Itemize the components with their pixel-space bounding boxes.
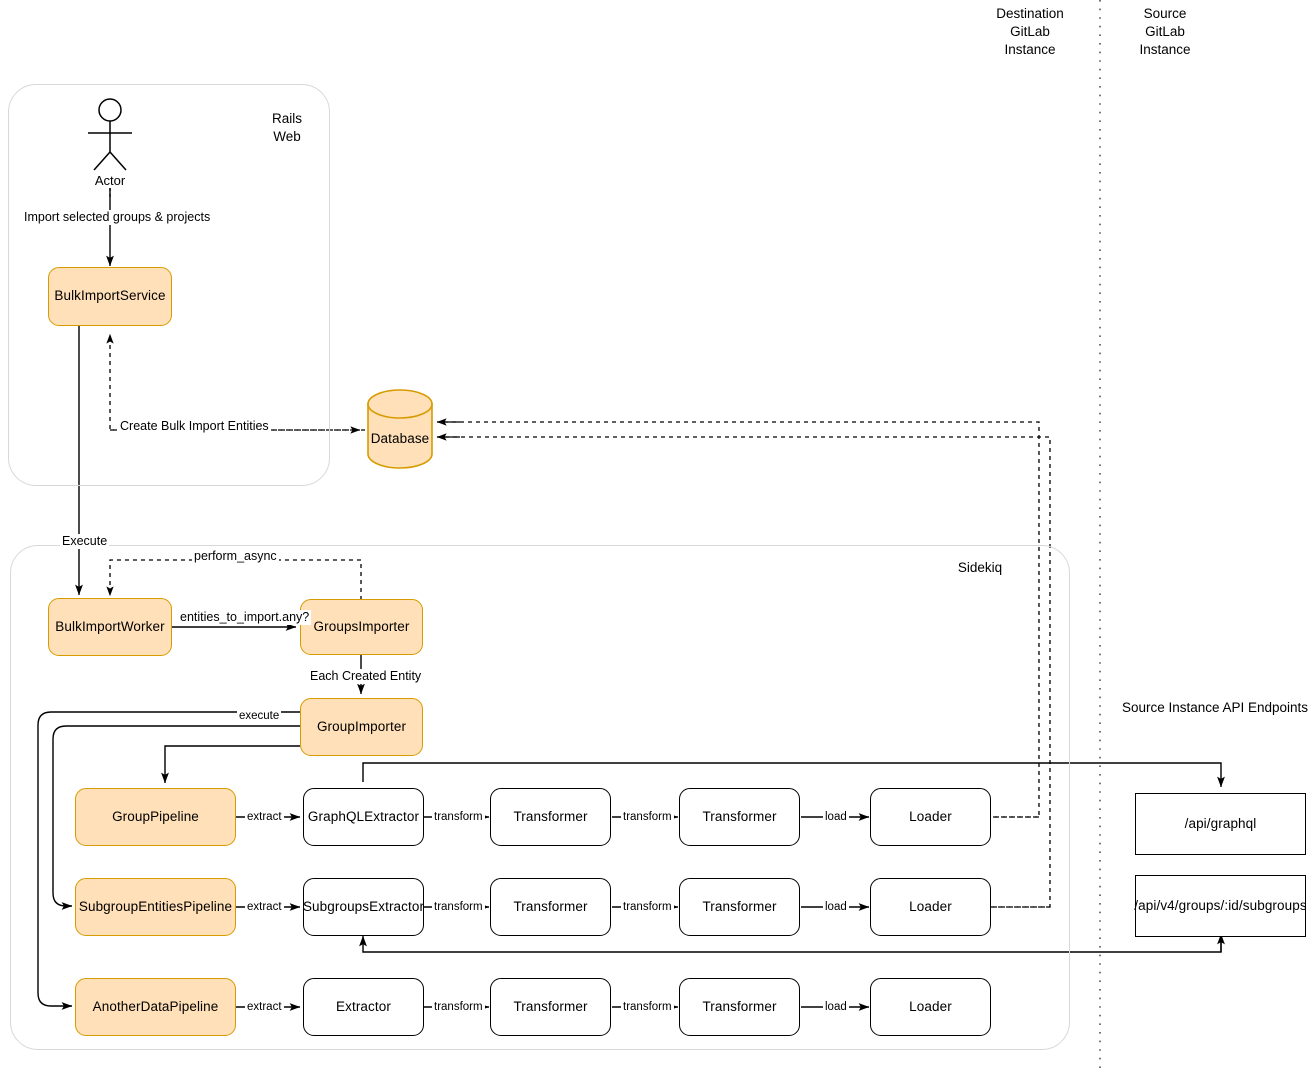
edge-label-transform-row1-a: transform: [432, 811, 485, 825]
edge-label-transform-row1-b: transform: [621, 811, 674, 825]
edge-label-extract-row3: extract: [245, 1001, 284, 1015]
edge-label-load-row1: load: [823, 811, 849, 825]
edge-label-execute: Execute: [60, 534, 110, 549]
source-instance-label: Source GitLab Instance: [1139, 6, 1191, 58]
node-transformer-row3-a[interactable]: Transformer: [490, 978, 611, 1036]
node-transformer-row1-a[interactable]: Transformer: [490, 788, 611, 846]
edge-label-transform-row3-a: transform: [432, 1001, 485, 1015]
api-endpoints-heading: Source Instance API Endpoints: [1121, 700, 1309, 715]
edge-label-perform-async: perform_async: [192, 549, 279, 564]
edge-label-each-created-entity: Each Created Entity: [308, 669, 424, 684]
node-bulk-import-worker[interactable]: BulkImportWorker: [48, 598, 172, 656]
node-loader-row2[interactable]: Loader: [870, 878, 991, 936]
node-group-pipeline[interactable]: GroupPipeline: [75, 788, 236, 846]
node-database-label: Database: [370, 430, 430, 446]
node-graphql-extractor[interactable]: GraphQLExtractor: [303, 788, 424, 846]
node-loader-row3[interactable]: Loader: [870, 978, 991, 1036]
node-transformer-row1-b[interactable]: Transformer: [679, 788, 800, 846]
edge-label-execute-pipeline: execute: [237, 710, 282, 724]
edge-label-extract-row1: extract: [245, 811, 284, 825]
api-endpoint-subgroups[interactable]: /api/v4/groups/:id/subgroups: [1134, 875, 1307, 937]
edge-label-entities-any: entities_to_import.any?: [178, 610, 312, 625]
node-subgroups-extractor[interactable]: SubgroupsExtractor: [303, 878, 424, 936]
node-another-data-pipeline[interactable]: AnotherDataPipeline: [75, 978, 236, 1036]
node-groups-importer[interactable]: GroupsImporter: [300, 599, 423, 655]
node-transformer-row2-b[interactable]: Transformer: [679, 878, 800, 936]
rails-web-container: [8, 84, 330, 486]
actor-label: Actor: [94, 173, 126, 188]
edge-label-import-selected: Import selected groups & projects: [22, 210, 213, 225]
node-bulk-import-service[interactable]: BulkImportService: [48, 267, 172, 326]
destination-instance-label: Destination GitLab Instance: [996, 6, 1064, 58]
edge-label-transform-row2-b: transform: [621, 901, 674, 915]
node-subgroup-entities-pipeline[interactable]: SubgroupEntitiesPipeline: [75, 878, 236, 936]
node-extractor-row3[interactable]: Extractor: [303, 978, 424, 1036]
edge-label-extract-row2: extract: [245, 901, 284, 915]
node-group-importer[interactable]: GroupImporter: [300, 698, 423, 756]
node-loader-row1[interactable]: Loader: [870, 788, 991, 846]
sidekiq-container-label: Sidekiq: [957, 560, 1003, 575]
edge-label-transform-row3-b: transform: [621, 1001, 674, 1015]
node-transformer-row2-a[interactable]: Transformer: [490, 878, 611, 936]
edge-label-transform-row2-a: transform: [432, 901, 485, 915]
sidekiq-container: [10, 545, 1070, 1050]
edge-label-create-entities: Create Bulk Import Entities: [118, 419, 271, 434]
edge-label-load-row3: load: [823, 1001, 849, 1015]
api-endpoint-graphql[interactable]: /api/graphql: [1135, 793, 1306, 855]
node-transformer-row3-b[interactable]: Transformer: [679, 978, 800, 1036]
edge-label-load-row2: load: [823, 901, 849, 915]
rails-web-container-label: Rails Web: [271, 111, 302, 145]
